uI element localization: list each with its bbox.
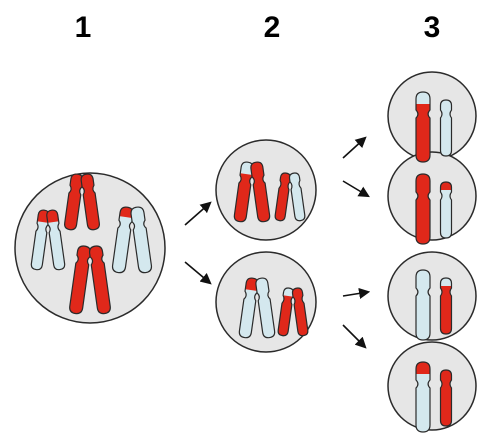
chromatid-body <box>416 174 430 244</box>
chromatid-body <box>416 270 430 340</box>
arrow-right-icon <box>185 262 210 283</box>
chromatid <box>416 270 430 340</box>
chromatid <box>416 174 430 244</box>
chromatid-body <box>441 182 452 238</box>
chromatid <box>441 100 452 156</box>
arrow-right-icon <box>343 138 365 158</box>
stage-label-2: 2 <box>264 11 281 44</box>
stage-label-3: 3 <box>424 11 441 44</box>
gamete-cell-1 <box>388 72 476 160</box>
gamete-cell-3 <box>388 252 476 340</box>
arrow-right-icon <box>343 181 368 196</box>
arrow-right-icon <box>185 203 210 225</box>
chromatid-body <box>441 100 452 156</box>
arrow-right-icon <box>343 292 368 296</box>
chromatid-body <box>441 278 452 334</box>
chromatid-body <box>441 370 452 426</box>
chromatid <box>441 370 452 426</box>
arrow-right-icon <box>343 325 365 347</box>
gamete-cell-4 <box>388 342 476 430</box>
gamete-cell-2 <box>388 152 476 240</box>
stage-label-1: 1 <box>75 11 92 44</box>
